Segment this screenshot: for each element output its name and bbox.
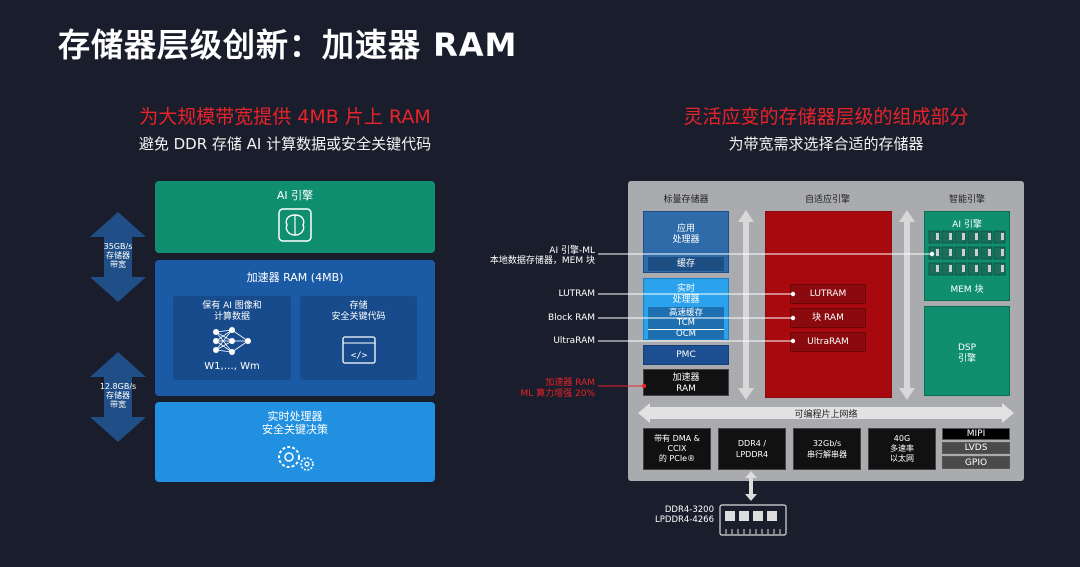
- serdes-block: 32Gb/s 串行解串器: [793, 428, 861, 470]
- safety-code-subblock: 存储 安全关键代码 </>: [300, 296, 417, 380]
- vertical-arrow-2: [899, 210, 915, 400]
- pmc-block: PMC: [643, 345, 729, 365]
- gears-icon: [278, 446, 314, 471]
- ai-engine-right-label: AI 引擎: [952, 220, 982, 230]
- col-scalar: 标量存储器: [663, 195, 709, 205]
- mipi-block: MIPI: [942, 428, 1010, 440]
- ddr-block: DDR4 / LPDDR4: [718, 428, 786, 470]
- ai-tile-grid: [928, 230, 1006, 276]
- right-heading: 灵活应变的存储器层级的组成部分: [683, 106, 969, 128]
- accelerator-ram-label: 加速器 RAM (4MB): [246, 271, 344, 284]
- ai-engine-block: AI 引擎: [155, 181, 435, 253]
- label-lutram: LUTRAM: [558, 289, 595, 299]
- block-ram-block: 块 RAM: [790, 308, 866, 328]
- ai-data-subblock: 保有 AI 图像和 计算数据 W1,…, Wm: [173, 296, 291, 380]
- label-blockram: Block RAM: [547, 313, 595, 323]
- noc-arrow: [638, 403, 1014, 423]
- pcie-block: 带有 DMA & CCIX 的 PCIe®: [643, 428, 711, 470]
- ai-data-label: 保有 AI 图像和 计算数据: [202, 301, 262, 322]
- gpio-block: GPIO: [942, 456, 1010, 469]
- mem-block-label: MEM 块: [950, 285, 984, 295]
- page-title: 存储器层级创新：加速器 RAM: [58, 26, 518, 64]
- connector-dot-ultraram: [790, 338, 796, 344]
- noc-label: 可编程片上网络: [794, 410, 858, 420]
- bandwidth-label-1: 35GB/s 存储器 带宽: [103, 242, 133, 269]
- weights-formula: W1,…, Wm: [204, 361, 260, 372]
- bandwidth-arrow-upper: [90, 212, 146, 302]
- connector-dot-lutram: [790, 291, 796, 297]
- bandwidth-arrow-lower: [90, 352, 146, 442]
- col-adaptive: 自适应引擎: [804, 195, 850, 205]
- brain-chip-icon: [278, 208, 312, 242]
- memory-module-icon: [719, 504, 787, 536]
- app-processor-label: 应用 处理器: [672, 224, 700, 245]
- ultraram-block: UltraRAM: [790, 332, 866, 352]
- adaptive-engine-block: [765, 211, 892, 398]
- connector-dot-blockram: [790, 315, 796, 321]
- col-intelligent: 智能引擎: [948, 195, 985, 205]
- code-window-icon: </>: [341, 336, 376, 364]
- neural-network-icon: [213, 327, 251, 355]
- left-subheading: 避免 DDR 存储 AI 计算数据或安全关键代码: [138, 135, 432, 153]
- rt-processor-label-right: 实时 处理器: [672, 284, 700, 305]
- safety-code-label: 存储 安全关键代码: [331, 301, 386, 322]
- hs-cache-label: 高速缓存: [668, 308, 703, 318]
- rt-processor-block: 实时处理器 安全关键决策: [155, 402, 435, 482]
- vertical-arrow-1: [738, 210, 754, 400]
- label-accram: 加速器 RAM ML 算力增强 20%: [520, 378, 595, 399]
- connector-dot-accram: [641, 383, 647, 389]
- connector-lines: [598, 251, 935, 389]
- cache-block: 缓存: [648, 257, 724, 271]
- right-subheading: 为带宽需求选择合适的存储器: [728, 135, 924, 153]
- dsp-engine: DSP 引擎: [924, 306, 1010, 396]
- bandwidth-label-2: 12.8GB/s 存储器 带宽: [99, 382, 137, 409]
- accelerator-ram-right: 加速器 RAM: [643, 369, 729, 396]
- svg-text:</>: </>: [350, 351, 367, 361]
- connector-dot-aiml: [929, 251, 935, 257]
- lvds-block: LVDS: [942, 442, 1010, 454]
- label-ultraram: UltraRAM: [553, 336, 595, 346]
- ai-engine-label: AI 引擎: [276, 189, 314, 202]
- left-heading: 为大规模带宽提供 4MB 片上 RAM: [139, 106, 431, 128]
- label-aiml: AI 引擎-ML 本地数据存储器，MEM 块: [489, 246, 595, 266]
- ddr-spec-label: DDR4-3200 LPDDR4-4266: [655, 505, 714, 525]
- bandwidth-arrows: [90, 212, 146, 442]
- ethernet-block: 40G 多速率 以太网: [868, 428, 936, 470]
- tcm-label: TCM: [677, 318, 695, 328]
- rt-processor-label: 实时处理器 安全关键决策: [262, 410, 328, 436]
- ddr-arrow: [745, 471, 757, 501]
- ocm-block: OCM: [648, 329, 724, 339]
